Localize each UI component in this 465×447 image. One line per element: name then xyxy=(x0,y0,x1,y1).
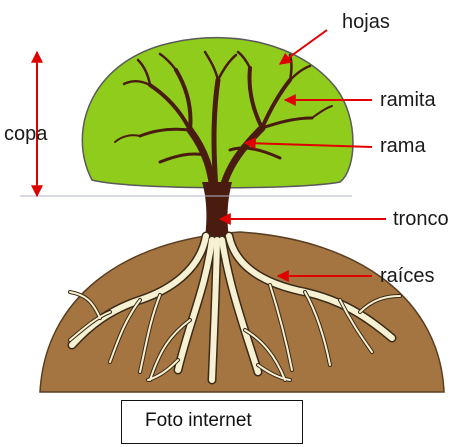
label-hojas: hojas xyxy=(342,11,390,33)
hojas-arrow xyxy=(279,29,328,65)
label-tronco: tronco xyxy=(393,208,449,230)
tree-crown xyxy=(81,36,354,189)
label-rama: rama xyxy=(380,135,426,157)
caption-box xyxy=(121,400,303,444)
label-raices: raíces xyxy=(380,265,435,287)
rama-arrow xyxy=(243,137,373,150)
label-ramita: ramita xyxy=(380,89,436,111)
tree-trunk xyxy=(202,182,232,238)
tree-roots xyxy=(67,231,402,385)
caption-text: Foto internet xyxy=(145,410,252,431)
label-copa: copa xyxy=(4,123,48,145)
